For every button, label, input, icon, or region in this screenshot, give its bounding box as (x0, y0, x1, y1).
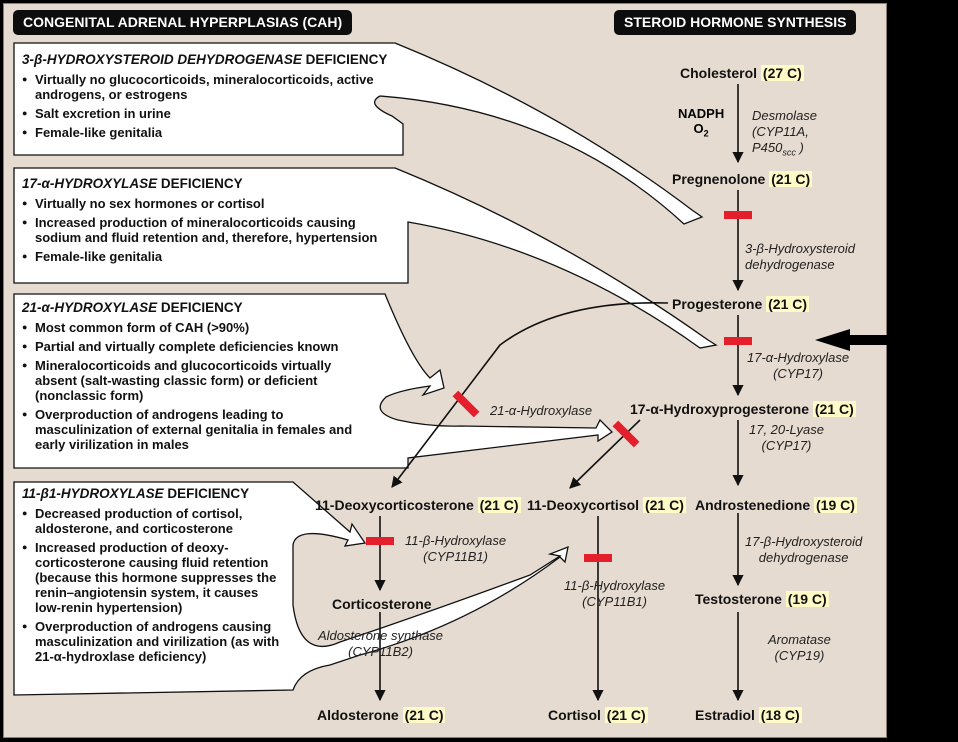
bullet: Mineralocorticoids and glucocorticoids v… (22, 358, 362, 403)
arrow-prog-doc (391, 302, 669, 488)
molecule-11-deoxycorticosterone: 11-Deoxycorticosterone (21 C) (315, 497, 521, 513)
enzyme-17-20-lyase: 17, 20-Lyase (CYP17) (749, 422, 824, 453)
deficiency-box-17a-hydroxylase: 17-α-HYDROXYLASE DEFICIENCY Virtually no… (22, 176, 402, 268)
enzyme-aldosterone-synthase: Aldosterone synthase (CYP11B2) (318, 628, 444, 659)
block-11b-hydroxylase-left (366, 537, 394, 545)
focus-arrow (815, 329, 912, 351)
deficiency-title: 17-α-HYDROXYLASE DEFICIENCY (22, 176, 243, 191)
enzyme-21a-hydroxylase: 21-α-Hydroxylase (490, 403, 593, 418)
cah-header: CONGENITAL ADRENAL HYPERPLASIAS (CAH) (13, 10, 353, 35)
deficiency-box-21a-hydroxylase: 21-α-HYDROXYLASE DEFICIENCY Most common … (22, 300, 362, 456)
molecule-testosterone: Testosterone (19 C) (695, 591, 829, 607)
molecule-corticosterone: Corticosterone (332, 596, 432, 612)
cofactors: NADPH O2 (678, 106, 724, 142)
block-3b-hsd (724, 211, 752, 219)
oxygen: O2 (693, 121, 709, 139)
molecule-cholesterol: Cholesterol (27 C) (680, 65, 804, 81)
block-11b-hydroxylase-mid (584, 554, 612, 562)
bullet: Partial and virtually complete deficienc… (22, 339, 362, 354)
deficiency-title: 21-α-HYDROXYLASE DEFICIENCY (22, 300, 243, 315)
molecule-11-deoxycortisol: 11-Deoxycortisol (21 C) (527, 497, 686, 513)
bullet: Overproduction of androgens leading to m… (22, 407, 362, 452)
deficiency-title: 11-β1-HYDROXYLASE DEFICIENCY (22, 486, 250, 501)
block-17a-hydroxylase (724, 337, 752, 345)
bullet: Female-like genitalia (22, 249, 402, 264)
molecule-estradiol: Estradiol (18 C) (695, 707, 802, 723)
bullet: Increased production of mineralocorticoi… (22, 215, 402, 245)
molecule-cortisol: Cortisol (21 C) (548, 707, 648, 723)
bullet: Most common form of CAH (>90%) (22, 320, 362, 335)
molecule-progesterone: Progesterone (21 C) (672, 296, 810, 312)
enzyme-11b-hydroxylase-mid: 11-β-Hydroxylase (CYP11B1) (564, 578, 666, 609)
molecule-pregnenolone: Pregnenolone (21 C) (672, 171, 813, 187)
desmolase-p450scc: P450scc ) (752, 140, 804, 158)
enzyme-desmolase: Desmolase (CYP11A, P450scc ) (752, 108, 817, 161)
bullet: Overproduction of androgens causing masc… (22, 619, 287, 664)
bullet: Female-like genitalia (22, 125, 392, 140)
molecule-17-hydroxyprogesterone: 17-α-Hydroxyprogesterone (21 C) (630, 401, 856, 417)
enzyme-aromatase: Aromatase (CYP19) (768, 632, 831, 663)
bullet: Decreased production of cortisol, aldost… (22, 506, 287, 536)
enzyme-17a-hydroxylase: 17-α-Hydroxylase (CYP17) (747, 350, 850, 381)
bullet: Virtually no glucocorticoids, mineraloco… (22, 72, 392, 102)
bullet: Increased production of deoxy-corticoste… (22, 540, 287, 615)
molecule-androstenedione: Androstenedione (19 C) (695, 497, 857, 513)
enzyme-17b-hsd: 17-β-Hydroxysteroid dehydrogenase (745, 534, 863, 565)
bullet: Salt excretion in urine (22, 106, 392, 121)
enzyme-3b-hsd: 3-β-Hydroxysteroid dehydrogenase (745, 241, 856, 272)
bullet: Virtually no sex hormones or cortisol (22, 196, 402, 211)
enzyme-11b-hydroxylase-left: 11-β-Hydroxylase (CYP11B1) (405, 533, 507, 564)
deficiency-title: 3-β-HYDROXYSTEROID DEHYDROGENASE DEFICIE… (22, 52, 388, 67)
molecule-aldosterone: Aldosterone (21 C) (317, 707, 446, 723)
deficiency-box-11b-hydroxylase: 11-β1-HYDROXYLASE DEFICIENCY Decreased p… (22, 486, 287, 668)
synthesis-header: STEROID HORMONE SYNTHESIS (614, 10, 857, 35)
deficiency-box-3b-hsd: 3-β-HYDROXYSTEROID DEHYDROGENASE DEFICIE… (22, 52, 392, 144)
